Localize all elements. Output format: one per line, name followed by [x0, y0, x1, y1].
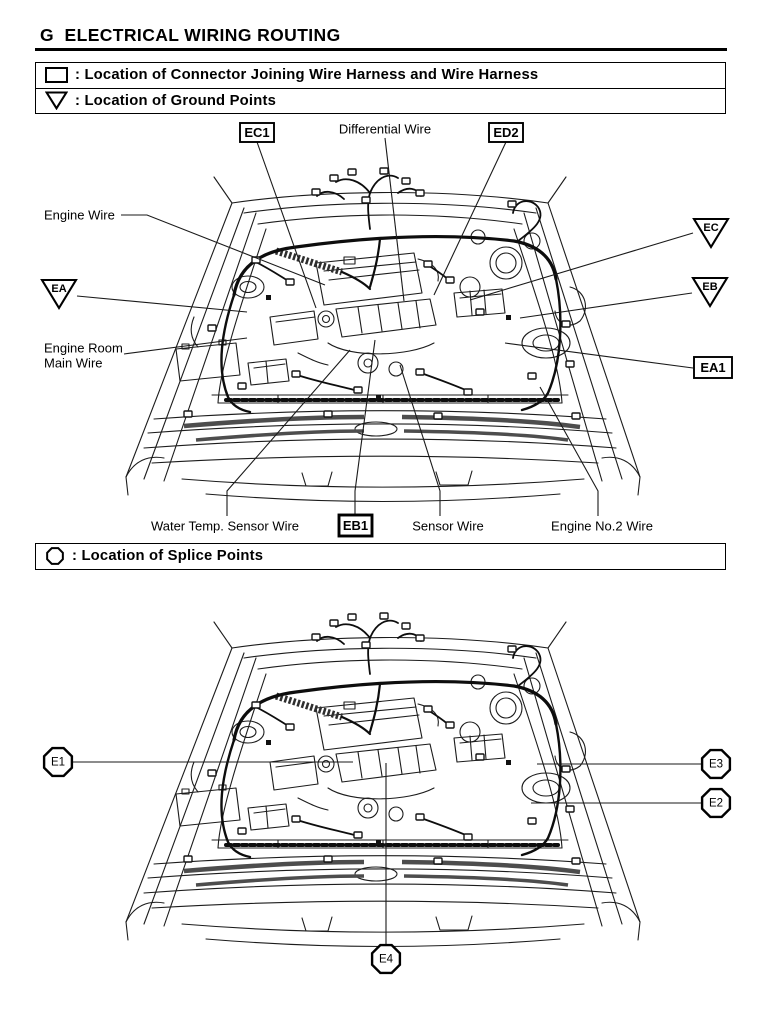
leader-lines	[73, 761, 701, 944]
label-sensor-wire: Sensor Wire	[412, 519, 484, 534]
leader-lines	[76, 137, 694, 516]
ground-triangle-ec-label: EC	[703, 222, 718, 234]
legend-ground-label: : Location of Ground Points	[75, 92, 277, 109]
leader-line	[399, 364, 441, 516]
connector-box-eb1: EB1	[337, 513, 374, 538]
top-diagram: EC1 ED2 EA1 EB1 EA EC EB Differential Wi…	[40, 122, 733, 538]
splice-point-e4-label: E4	[379, 954, 394, 966]
leader-line	[519, 292, 693, 319]
title-underline	[35, 48, 727, 51]
ground-triangle-eb: EB	[691, 276, 729, 309]
legend-splice: : Location of Splice Points	[35, 543, 726, 570]
leader-line	[354, 339, 376, 514]
ground-triangle-eb-label: EB	[702, 281, 717, 293]
connector-box-ea1: EA1	[693, 356, 733, 379]
label-water-temp-sensor-wire: Water Temp. Sensor Wire	[151, 519, 299, 534]
leader-line	[384, 137, 405, 302]
connector-box-ea1-label: EA1	[700, 360, 725, 375]
label-differential-wire: Differential Wire	[339, 122, 431, 137]
label-engine-room-main-wire-line1: Engine Room	[44, 341, 123, 356]
leader-line	[226, 349, 351, 516]
splice-point-e2: E2	[700, 787, 732, 819]
ground-symbol-icon	[45, 91, 68, 111]
leader-line	[539, 386, 599, 516]
engine-bay-illustration	[126, 168, 640, 502]
splice-symbol-icon	[45, 546, 65, 566]
connector-box-ec1: EC1	[239, 122, 275, 143]
engine-bay-illustration	[126, 613, 640, 947]
ground-triangle-ea: EA	[40, 278, 78, 311]
splice-point-e1-label: E1	[51, 757, 65, 769]
leader-line	[121, 214, 326, 286]
connector-box-eb1-label: EB1	[343, 518, 368, 533]
splice-point-e2-label: E2	[709, 798, 723, 810]
leader-line	[433, 141, 507, 296]
legend-row-splice: : Location of Splice Points	[36, 544, 725, 569]
splice-point-e1: E1	[42, 746, 74, 778]
bottom-diagram: E1 E3 E2 E4	[42, 590, 732, 975]
leader-line	[123, 337, 248, 355]
leader-line	[76, 295, 248, 313]
leader-line	[469, 232, 694, 301]
ground-triangle-ec: EC	[692, 217, 730, 250]
legend-row-connector: : Location of Connector Joining Wire Har…	[36, 63, 725, 88]
connector-box-ed2-label: ED2	[493, 125, 518, 140]
leader-line	[256, 141, 317, 309]
connector-box-ec1-label: EC1	[244, 125, 269, 140]
label-engine-wire: Engine Wire	[44, 208, 115, 223]
legend-connector-label: : Location of Connector Joining Wire Har…	[75, 67, 539, 84]
legend-connector-ground: : Location of Connector Joining Wire Har…	[35, 62, 726, 114]
label-engine-room-main-wire-line2: Main Wire	[44, 356, 103, 371]
connector-box-ed2: ED2	[488, 122, 524, 143]
splice-point-e3-label: E3	[709, 759, 723, 771]
label-engine-no2-wire: Engine No.2 Wire	[551, 519, 653, 534]
connector-symbol-icon	[45, 67, 68, 84]
leader-line	[504, 342, 694, 369]
legend-splice-label: : Location of Splice Points	[72, 548, 264, 565]
splice-point-e3: E3	[700, 748, 732, 780]
splice-point-e4: E4	[370, 943, 402, 975]
legend-row-ground: : Location of Ground Points	[36, 87, 725, 114]
ground-triangle-ea-label: EA	[51, 283, 66, 295]
page-title: G ELECTRICAL WIRING ROUTING	[40, 25, 341, 45]
